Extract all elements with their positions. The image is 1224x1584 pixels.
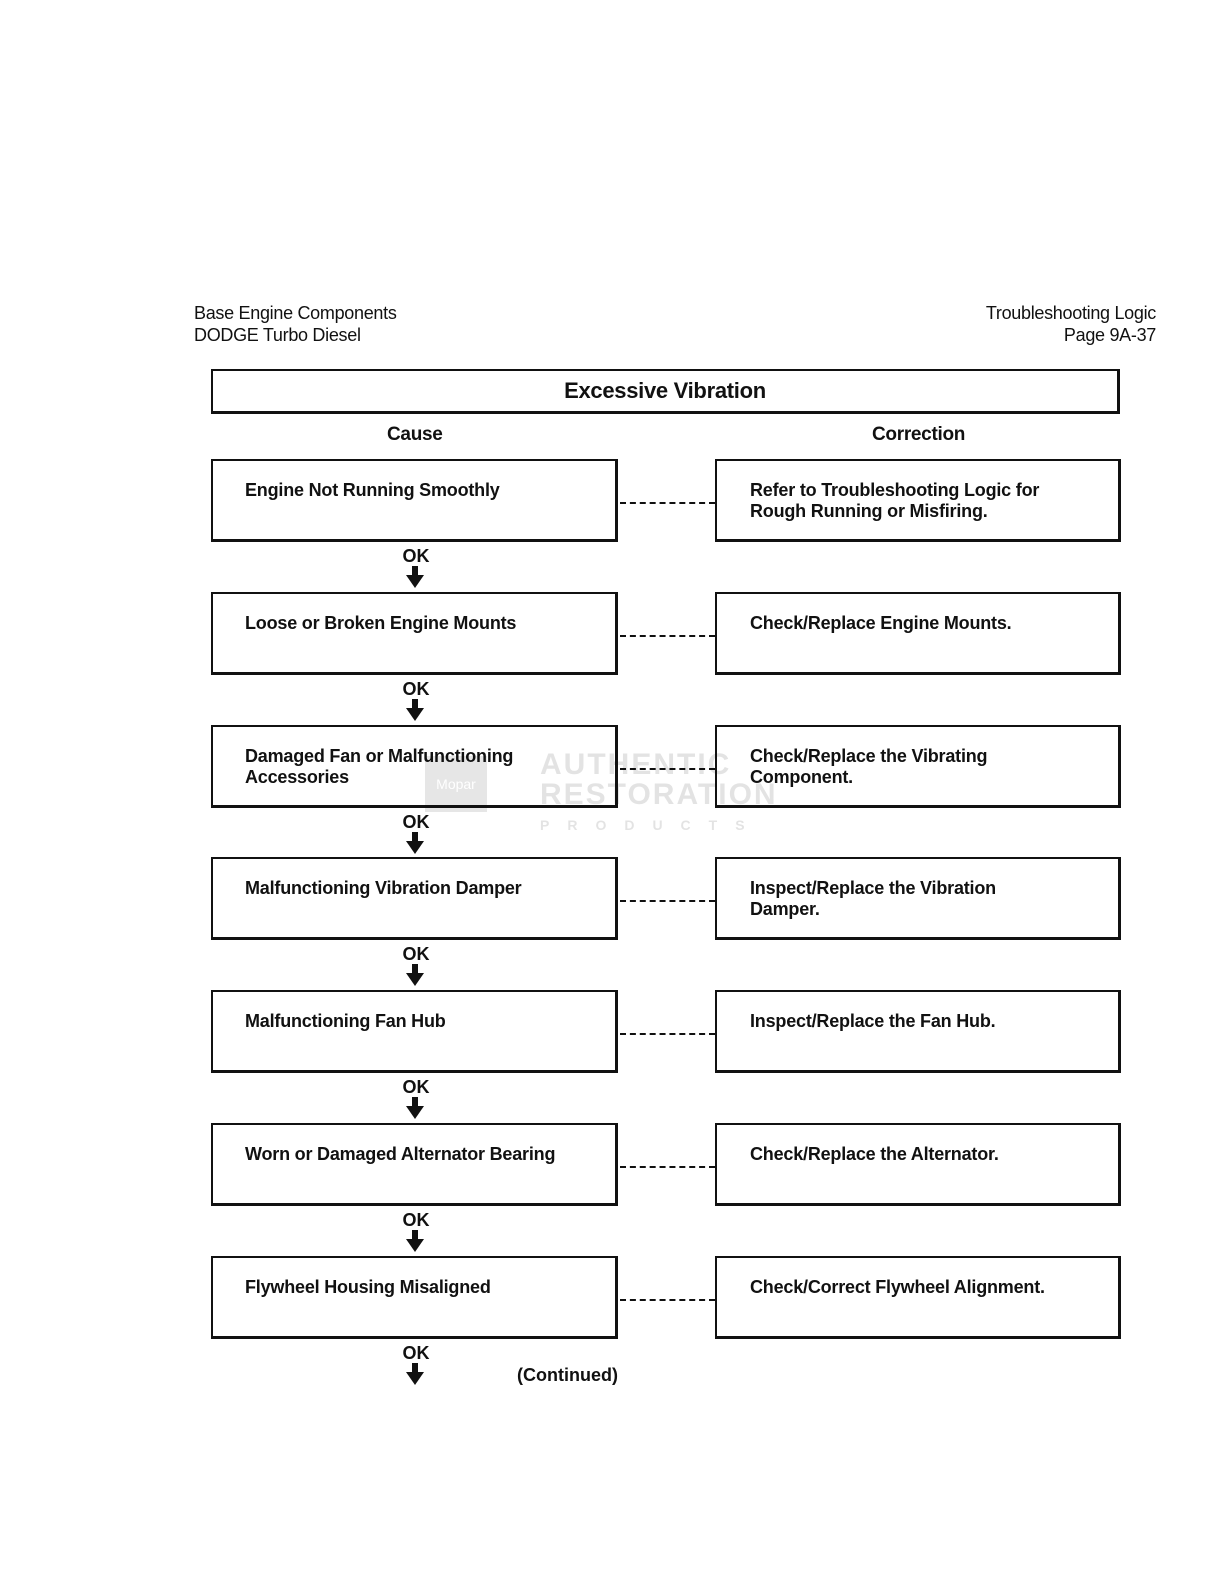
ok-label: OK <box>402 546 430 566</box>
continued-note: (Continued) <box>517 1365 618 1385</box>
ok-label: OK <box>402 812 430 832</box>
down-arrow-icon <box>406 566 424 588</box>
correction-box: Check/Replace Engine Mounts. <box>715 592 1121 675</box>
ok-label: OK <box>402 1210 430 1230</box>
ok-label: OK <box>402 1343 430 1363</box>
cause-box: Flywheel Housing Misaligned <box>211 1256 618 1339</box>
dashed-connector <box>620 1033 715 1035</box>
cause-box: Engine Not Running Smoothly <box>211 459 618 542</box>
header-section-title: Base Engine Components <box>194 303 397 323</box>
down-arrow-icon <box>406 832 424 854</box>
header-chapter: Troubleshooting Logic <box>985 303 1156 323</box>
dashed-connector <box>620 1299 715 1301</box>
correction-box: Check/Correct Flywheel Alignment. <box>715 1256 1121 1339</box>
ok-label: OK <box>402 1077 430 1097</box>
down-arrow-icon <box>406 699 424 721</box>
down-arrow-icon <box>406 1097 424 1119</box>
correction-box: Check/Replace the Alternator. <box>715 1123 1121 1206</box>
header-page-number: Page 9A-37 <box>1063 325 1156 345</box>
cause-box: Loose or Broken Engine Mounts <box>211 592 618 675</box>
down-arrow-icon <box>406 1230 424 1252</box>
correction-box: Inspect/Replace the Vibration Damper. <box>715 857 1121 940</box>
cause-box: Malfunctioning Fan Hub <box>211 990 618 1073</box>
cause-box: Malfunctioning Vibration Damper <box>211 857 618 940</box>
ok-label: OK <box>402 679 430 699</box>
dashed-connector <box>620 635 715 637</box>
correction-box: Refer to Troubleshooting Logic for Rough… <box>715 459 1121 542</box>
correction-box: Check/Replace the Vibrating Component. <box>715 725 1121 808</box>
cause-box: Damaged Fan or Malfunctioning Accessorie… <box>211 725 618 808</box>
cause-column-heading: Cause <box>387 424 443 445</box>
header-right: Troubleshooting Logic Page 9A-37 <box>986 302 1156 346</box>
ok-label: OK <box>402 944 430 964</box>
chart-title: Excessive Vibration <box>211 369 1120 414</box>
header-left: Base Engine Components DODGE Turbo Diese… <box>194 302 397 346</box>
dashed-connector <box>620 900 715 902</box>
header-vehicle: DODGE Turbo Diesel <box>194 325 361 345</box>
correction-column-heading: Correction <box>872 424 966 445</box>
correction-box: Inspect/Replace the Fan Hub. <box>715 990 1121 1073</box>
cause-box: Worn or Damaged Alternator Bearing <box>211 1123 618 1206</box>
down-arrow-icon <box>406 964 424 986</box>
down-arrow-icon <box>406 1363 424 1385</box>
dashed-connector <box>620 1166 715 1168</box>
dashed-connector <box>620 768 715 770</box>
dashed-connector <box>620 502 715 504</box>
